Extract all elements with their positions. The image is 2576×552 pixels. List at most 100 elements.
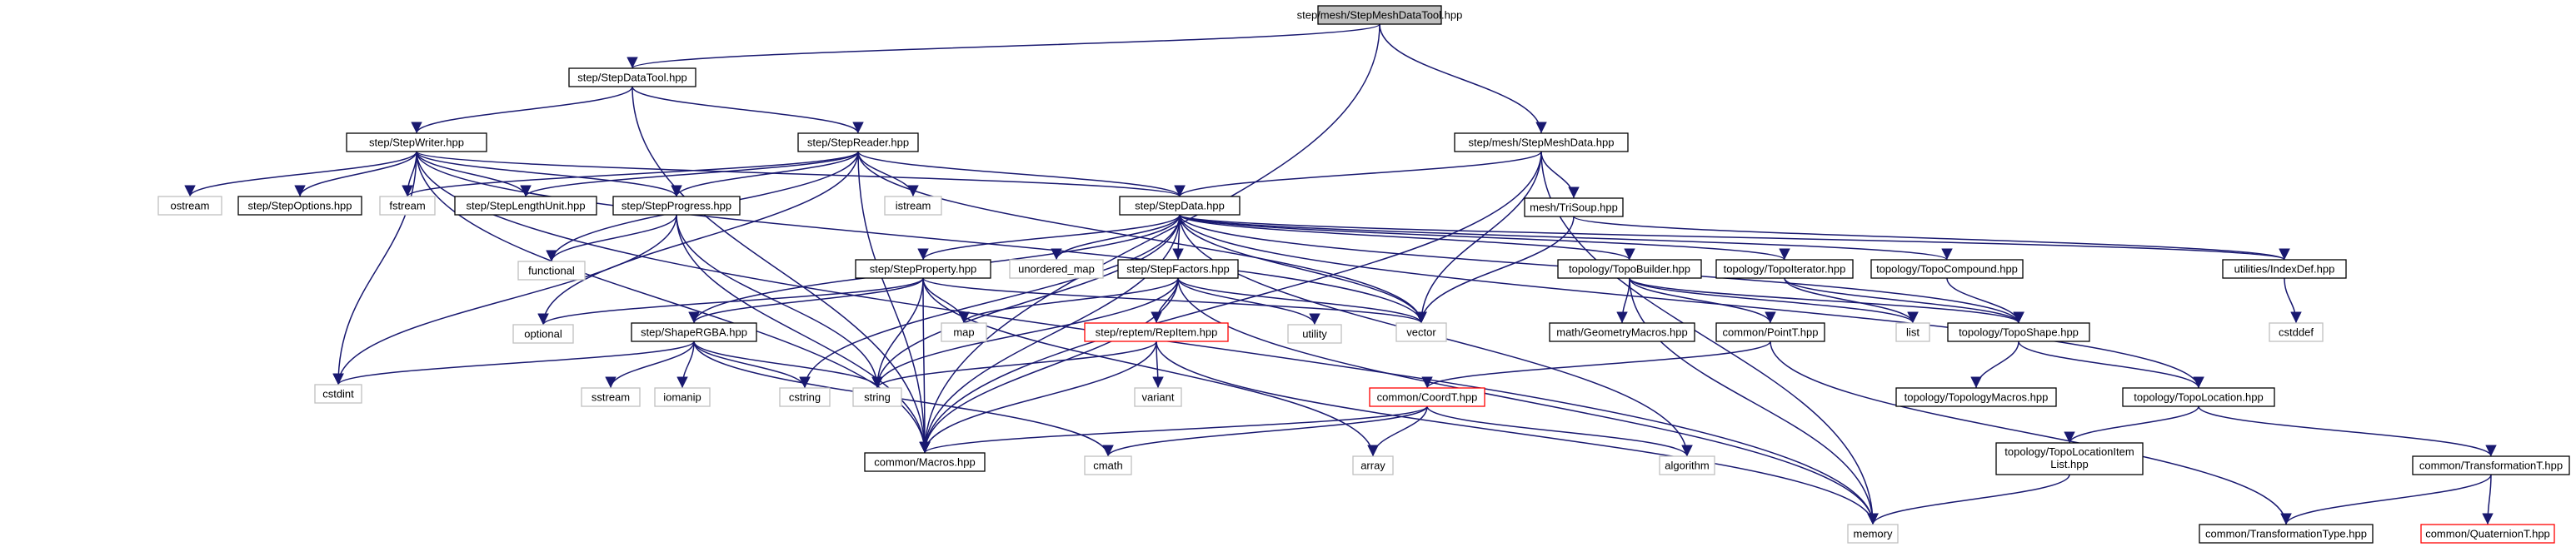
edge-stepdata-to-unordered_map [1051, 214, 1181, 261]
edge-property-to-macros [919, 277, 931, 454]
edge-property-to-array [922, 277, 1379, 457]
node-label-pointt: common/PointT.hpp [1723, 326, 1819, 339]
node-box-stepdata [1119, 196, 1241, 216]
edge-topoiterator-to-toposhape [1784, 277, 2024, 324]
node-label-unordered_map: unordered_map [1018, 263, 1095, 276]
node-box-repitem [1084, 322, 1229, 342]
node-reader[interactable]: step/StepReader.hpp [797, 132, 919, 152]
node-box-fstream [379, 196, 436, 216]
edge-writer-to-cstdint [332, 151, 417, 385]
edge-stepdata-to-macros [919, 214, 1181, 454]
edge-shapergba-to-cstring [693, 341, 811, 389]
node-label-cstddef: cstddef [2279, 326, 2314, 339]
node-box-topoiterator [1715, 259, 1854, 279]
edge-property-to-vector [922, 277, 1427, 324]
edge-factors-to-utility [1177, 277, 1320, 326]
edge-progress-to-functional [546, 214, 677, 262]
node-transformtype[interactable]: common/TransformationType.hpp [2199, 524, 2374, 544]
node-label-utility: utility [1302, 328, 1327, 341]
edge-property-to-string [871, 277, 924, 389]
edge-topobuilder-to-list [1629, 277, 1919, 324]
node-label-vector: vector [1406, 326, 1436, 339]
node-cstdint: cstdint [314, 384, 362, 404]
node-shapergba[interactable]: step/ShapeRGBA.hpp [631, 322, 757, 342]
node-map: map [941, 322, 987, 342]
node-box-coordt [1369, 387, 1485, 407]
edge-repitem-to-variant [1152, 341, 1164, 389]
node-label-coordt: common/CoordT.hpp [1377, 391, 1478, 404]
node-topolocation[interactable]: topology/TopoLocation.hpp [2122, 387, 2275, 407]
node-topoiterator[interactable]: topology/TopoIterator.hpp [1715, 259, 1854, 279]
node-writer[interactable]: step/StepWriter.hpp [346, 132, 487, 152]
node-topobuilder[interactable]: topology/TopoBuilder.hpp [1557, 259, 1702, 279]
edge-shapergba-to-cstdint [332, 341, 695, 385]
node-toposhape[interactable]: topology/TopoShape.hpp [1947, 322, 2090, 342]
node-label-topolocation: topology/TopoLocation.hpp [2134, 391, 2263, 404]
node-box-cmath [1084, 455, 1132, 475]
node-trisoup[interactable]: mesh/TriSoup.hpp [1524, 197, 1624, 217]
node-istream: istream [884, 196, 942, 216]
node-pointt[interactable]: common/PointT.hpp [1715, 322, 1825, 342]
node-topomacros[interactable]: topology/TopologyMacros.hpp [1895, 387, 2057, 407]
edge-repitem-to-string [871, 341, 1157, 389]
node-label-trisoup: mesh/TriSoup.hpp [1530, 201, 1618, 214]
node-box-progress [612, 196, 741, 216]
node-box-topocompound [1870, 259, 2024, 279]
node-property[interactable]: step/StepProperty.hpp [855, 259, 991, 279]
edge-topocompound-to-toposhape [1946, 277, 2024, 324]
node-stepdata[interactable]: step/StepData.hpp [1119, 196, 1241, 216]
node-quaternion[interactable]: common/QuaternionT.hpp [2420, 524, 2555, 544]
node-geommacros[interactable]: math/GeometryMacros.hpp [1549, 322, 1695, 342]
node-label-variant: variant [1141, 391, 1174, 404]
node-label-topobuilder: topology/TopoBuilder.hpp [1569, 263, 1690, 276]
node-box-quaternion [2420, 524, 2555, 544]
edge-writer-to-ostream [184, 151, 417, 197]
edge-repitem-to-memory [1156, 341, 1879, 525]
node-indexdef[interactable]: utilities/IndexDef.hpp [2222, 259, 2347, 279]
node-transformationt[interactable]: common/TransformationT.hpp [2412, 455, 2570, 475]
node-label-cstring: cstring [789, 391, 821, 404]
edge-factors-to-macros [919, 277, 1179, 454]
node-vector: vector [1395, 322, 1447, 342]
node-root[interactable]: step/mesh/StepMeshDataTool.hpp [1297, 5, 1463, 25]
node-repitem[interactable]: step/reptem/RepItem.hpp [1084, 322, 1229, 342]
node-factors[interactable]: step/StepFactors.hpp [1117, 259, 1239, 279]
node-memory: memory [1847, 524, 1899, 544]
node-options[interactable]: step/StepOptions.hpp [237, 196, 362, 216]
node-lengthunit[interactable]: step/StepLengthUnit.hpp [454, 196, 597, 216]
edge-progress-to-macros [676, 214, 931, 454]
node-box-utility [1287, 324, 1342, 344]
node-topocompound[interactable]: topology/TopoCompound.hpp [1870, 259, 2024, 279]
node-array: array [1352, 455, 1394, 475]
edge-topobuilder-to-pointt [1629, 277, 1776, 324]
edge-toposhape-to-topolocation [2018, 341, 2204, 389]
node-macros[interactable]: common/Macros.hpp [864, 452, 986, 472]
node-meshdata[interactable]: step/mesh/StepMeshData.hpp [1454, 132, 1629, 152]
edge-repitem-to-macros [919, 341, 1157, 454]
edge-root-to-macros [919, 23, 1380, 454]
node-label-progress: step/StepProgress.hpp [622, 200, 731, 212]
node-box-cstddef [2269, 322, 2324, 342]
node-box-transformationt [2412, 455, 2570, 475]
edge-meshdata-to-trisoup [1540, 151, 1580, 199]
edge-factors-to-map [958, 277, 1179, 324]
node-box-meshdata [1454, 132, 1629, 152]
node-progress[interactable]: step/StepProgress.hpp [612, 196, 741, 216]
node-label-factors: step/StepFactors.hpp [1126, 263, 1230, 276]
node-cstddef: cstddef [2269, 322, 2324, 342]
node-datatool[interactable]: step/StepDataTool.hpp [568, 67, 696, 87]
node-label-iomanip: iomanip [663, 391, 701, 404]
node-box-variant [1134, 387, 1182, 407]
node-label-topocompound: topology/TopoCompound.hpp [1876, 263, 2018, 276]
edge-stepdata-to-property [917, 214, 1181, 261]
node-label-topomacros: topology/TopologyMacros.hpp [1905, 391, 2049, 404]
node-box-topobuilder [1557, 259, 1702, 279]
edge-stepdata-to-vector [1179, 214, 1427, 324]
edge-writer-to-options [294, 151, 417, 197]
node-label-map: map [953, 326, 974, 339]
node-box-options [237, 196, 362, 216]
edge-shapergba-to-iomanip [676, 341, 695, 389]
edge-datatool-to-macros [632, 86, 931, 454]
node-coordt[interactable]: common/CoordT.hpp [1369, 387, 1485, 407]
